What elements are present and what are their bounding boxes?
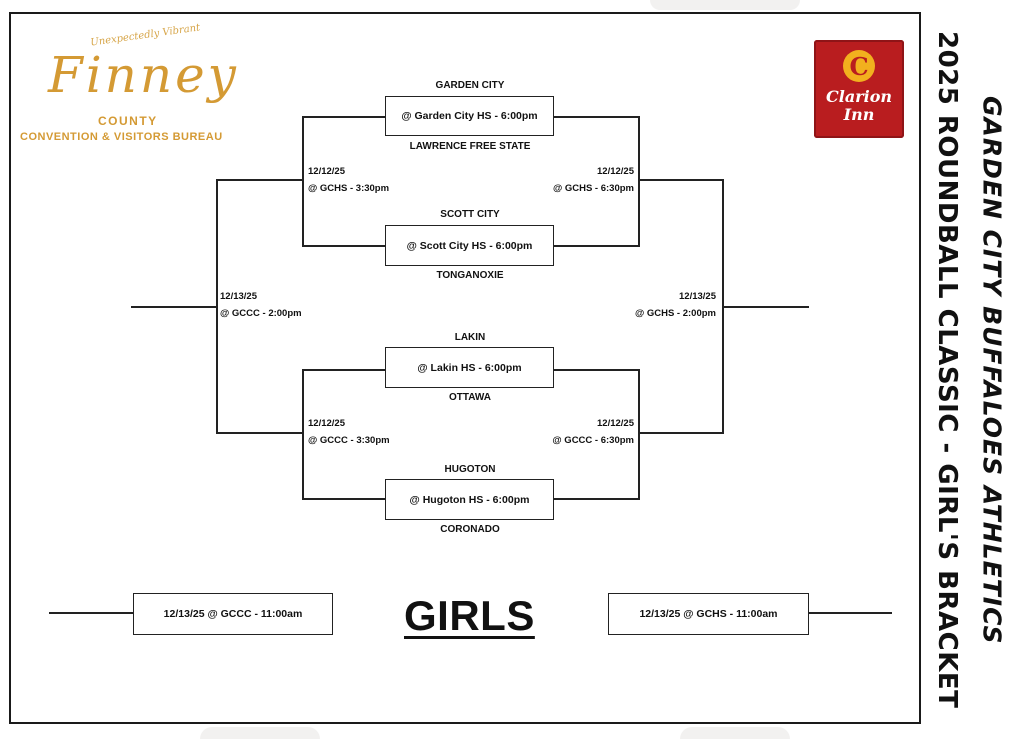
- team-label: TONGANOXIE: [436, 270, 504, 281]
- round2-info: 12/12/25 @ GCCC - 6:30pm: [520, 415, 634, 449]
- clarion-name-line1: Clarion: [826, 87, 892, 106]
- game-box: @ Hugoton HS - 6:00pm: [385, 479, 554, 520]
- team-label: HUGOTON: [444, 464, 496, 475]
- bracket-line: [553, 498, 639, 500]
- bracket-line: [638, 369, 640, 500]
- bracket-line: [302, 369, 304, 500]
- round2-location: @ GCCC - 3:30pm: [308, 435, 390, 446]
- final-game-box: 12/13/25 @ GCCC - 11:00am: [133, 593, 333, 635]
- round3-location: @ GCHS - 2:00pm: [634, 308, 716, 319]
- bracket-line: [49, 612, 134, 614]
- team-label: GARDEN CITY: [435, 80, 505, 91]
- bracket-line: [131, 306, 217, 308]
- bracket-line: [722, 306, 809, 308]
- round3-info: 12/13/25 @ GCHS - 2:00pm: [600, 288, 716, 322]
- round2-info: 12/12/25 @ GCHS - 3:30pm: [308, 163, 389, 197]
- bracket-line: [553, 116, 639, 118]
- team-label: LAWRENCE FREE STATE: [409, 141, 531, 152]
- round2-info: 12/12/25 @ GCHS - 6:30pm: [520, 163, 634, 197]
- team-label: CORONADO: [440, 524, 500, 535]
- bracket-line: [808, 612, 892, 614]
- game-box: @ Scott City HS - 6:00pm: [385, 225, 554, 266]
- final-game-box: 12/13/25 @ GCHS - 11:00am: [608, 593, 809, 635]
- finney-name: Finney: [48, 46, 239, 104]
- bracket-line: [216, 179, 218, 434]
- bracket-line: [638, 116, 640, 247]
- background-watermark: [650, 0, 800, 10]
- bracket-line: [638, 179, 724, 181]
- bracket-line: [302, 116, 386, 118]
- division-label: GIRLS: [404, 592, 535, 639]
- round3-date: 12/13/25: [679, 291, 716, 302]
- bracket-line: [638, 432, 724, 434]
- team-label: SCOTT CITY: [440, 209, 500, 220]
- clarion-mark-icon: C: [843, 50, 875, 82]
- bracket-line: [302, 245, 386, 247]
- round3-date: 12/13/25: [220, 291, 257, 302]
- bracket-line: [302, 498, 386, 500]
- bracket-line: [302, 116, 304, 247]
- team-label: LAKIN: [454, 332, 486, 343]
- round2-date: 12/12/25: [308, 166, 345, 177]
- bracket-line: [216, 432, 303, 434]
- round2-date: 12/12/25: [597, 418, 634, 429]
- round2-location: @ GCHS - 3:30pm: [308, 183, 390, 194]
- background-watermark: [200, 727, 320, 739]
- background-watermark: [680, 727, 790, 739]
- game-box: @ Lakin HS - 6:00pm: [385, 347, 554, 388]
- finney-county-label: COUNTY: [98, 114, 158, 128]
- bracket-line: [553, 245, 639, 247]
- round2-location: @ GCHS - 6:30pm: [552, 183, 634, 194]
- round3-info: 12/13/25 @ GCCC - 2:00pm: [220, 288, 302, 322]
- round2-location: @ GCCC - 6:30pm: [552, 435, 634, 446]
- clarion-inn-logo: C Clarion Inn: [814, 40, 904, 138]
- round2-date: 12/12/25: [597, 166, 634, 177]
- round2-date: 12/12/25: [308, 418, 345, 429]
- bracket-title: 2025 ROUNDBALL CLASSIC - GIRL'S BRACKET: [932, 31, 962, 709]
- clarion-name-line2: Inn: [843, 105, 875, 124]
- game-box: @ Garden City HS - 6:00pm: [385, 96, 554, 136]
- finney-bureau-label: CONVENTION & VISITORS BUREAU: [20, 131, 223, 143]
- round2-info: 12/12/25 @ GCCC - 3:30pm: [308, 415, 390, 449]
- team-label: OTTAWA: [448, 392, 492, 403]
- round3-location: @ GCCC - 2:00pm: [220, 308, 302, 319]
- bracket-line: [216, 179, 303, 181]
- athletics-title: GARDEN CITY BUFFALOES ATHLETICS: [977, 95, 1007, 645]
- bracket-line: [302, 369, 386, 371]
- bracket-line: [553, 369, 639, 371]
